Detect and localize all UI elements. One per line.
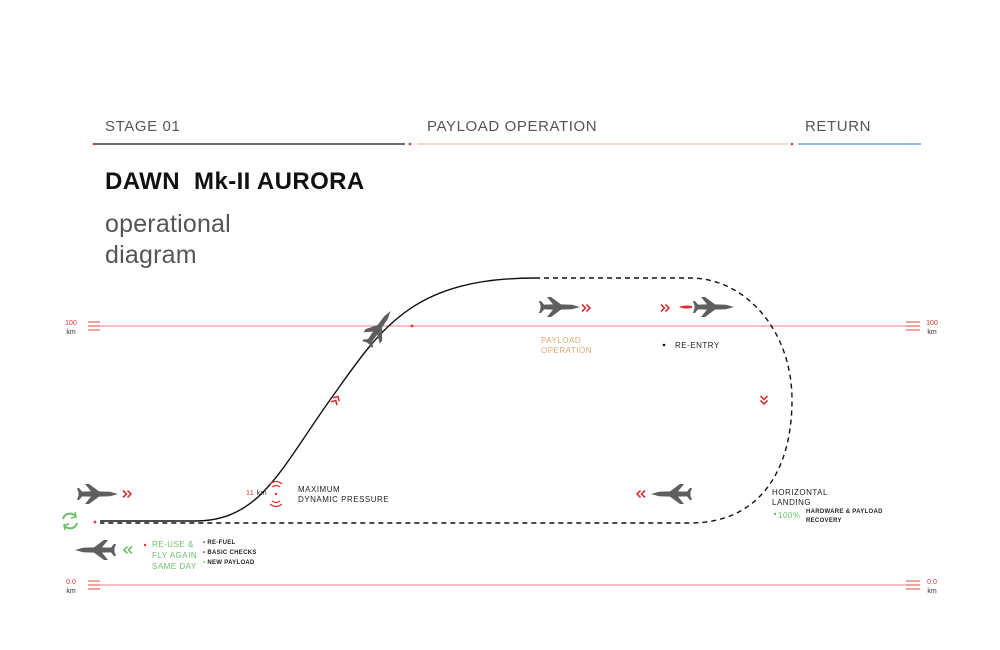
stage-label-stage-01: STAGE 01 <box>105 118 181 135</box>
spaceplane-icon-payload <box>539 297 580 317</box>
max-q-label: MAXIMUM DYNAMIC PRESSURE <box>298 485 390 504</box>
reuse-label: RE-USE & FLY AGAIN SAME DAY <box>152 540 198 571</box>
altitude-label-100km-right: 100 km <box>926 320 938 336</box>
recovery-label: HARDWARE & PAYLOAD RECOVERY <box>806 509 883 524</box>
subtitle-line: diagram <box>105 241 197 269</box>
spaceplane-icon-reuse <box>75 540 116 560</box>
checklist-item: • BASIC CHECKS <box>203 550 257 556</box>
altitude-tick-marks <box>88 321 920 590</box>
horizontal-landing-label: HORIZONTAL LANDING <box>772 488 828 507</box>
bullet-dot-icon <box>143 543 147 547</box>
altitude-label-100km-left: 100 km <box>65 320 77 336</box>
stage-label-payload-operation: PAYLOAD OPERATION <box>427 118 598 135</box>
bullet-dot-icon <box>773 512 777 516</box>
max-q-altitude: 11 km <box>246 490 268 497</box>
stage-tick <box>92 142 96 146</box>
subtitle-line: operational <box>105 210 231 238</box>
exhaust-flame-icon <box>679 305 692 309</box>
spaceplane-icon-runway <box>77 484 118 504</box>
chevron-right-icon <box>122 489 132 499</box>
ascent-trajectory <box>100 277 536 522</box>
altitude-label-0km-left: 0.0 km <box>66 579 76 595</box>
chevron-down-icon <box>759 395 769 405</box>
diagram-title: DAWN Mk-II AURORA <box>105 168 365 195</box>
payload-operation-label: PAYLOAD OPERATION <box>541 336 593 355</box>
stage-label-return: RETURN <box>805 118 872 135</box>
stage-tick <box>408 142 412 146</box>
checklist-item: • RE-FUEL <box>203 540 236 546</box>
turnaround-checklist: • RE-FUEL • BASIC CHECKS • NEW PAYLOAD <box>203 538 257 568</box>
spaceplane-icon-reentry <box>693 297 734 317</box>
start-point <box>93 520 97 524</box>
stage-tick <box>790 142 794 146</box>
recycle-icon <box>62 511 78 531</box>
chevron-left-icon-green <box>122 545 133 555</box>
reentry-label: RE-ENTRY <box>675 341 720 350</box>
checklist-item: • NEW PAYLOAD <box>203 560 255 566</box>
return-trajectory <box>100 277 793 524</box>
diagram-subtitle: operational diagram <box>105 209 231 271</box>
chevron-right-icon <box>581 303 591 313</box>
chevron-right-icon <box>660 303 670 313</box>
chevron-left-icon <box>636 489 646 499</box>
recovery-percent: 100% <box>778 511 801 520</box>
pressure-wave-icon <box>269 480 283 508</box>
max-q-point <box>274 492 278 496</box>
karman-crossing-point <box>410 324 414 328</box>
bullet-dot-icon <box>662 343 666 347</box>
spaceplane-icon-ascent <box>358 305 399 351</box>
spaceplane-icon-landing <box>651 484 692 504</box>
altitude-label-0km-right: 0.0 km <box>927 579 937 595</box>
